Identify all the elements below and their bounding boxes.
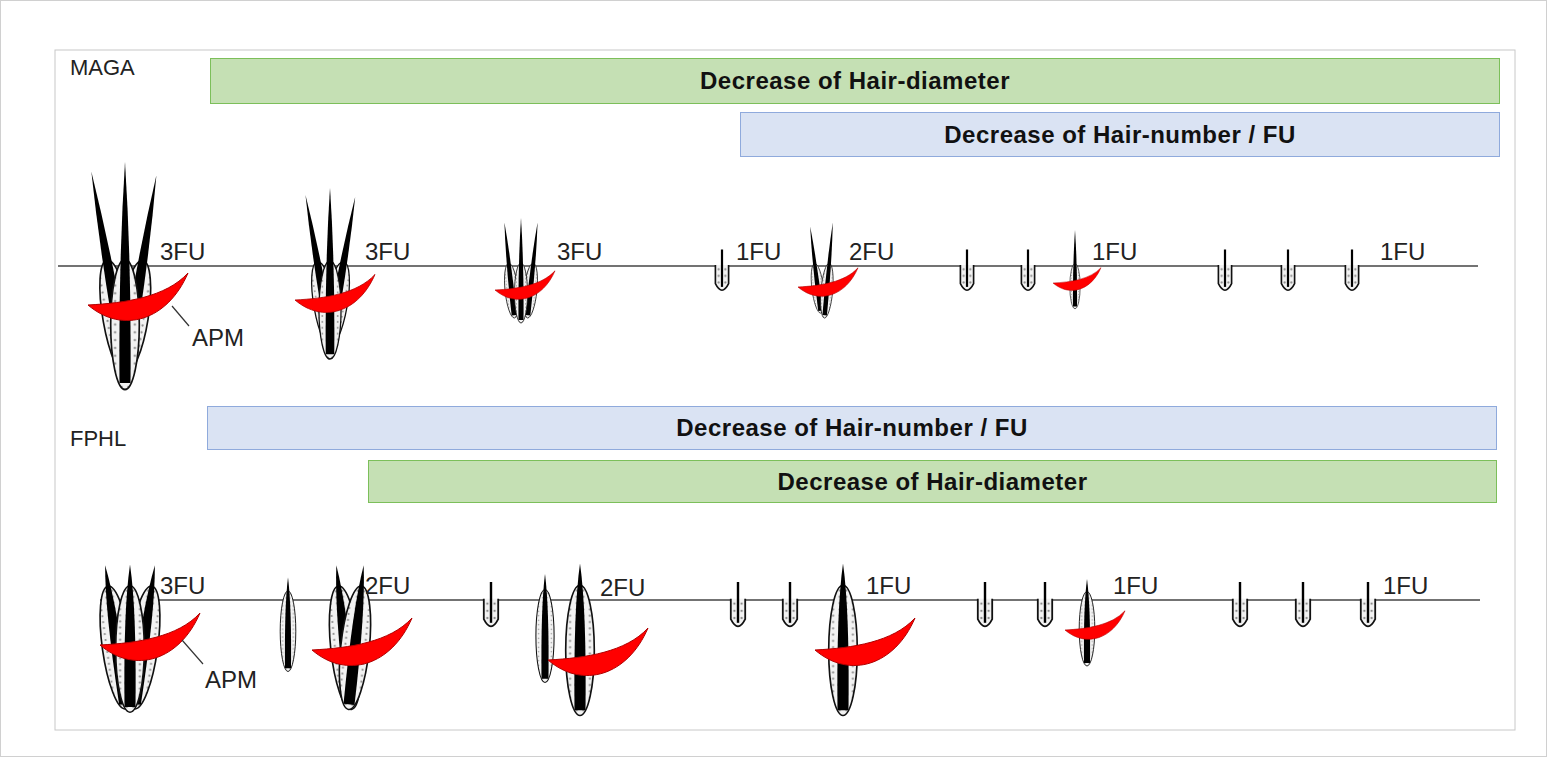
diameter-band: Decrease of Hair-diameter	[368, 460, 1497, 503]
band-text: Decrease of Hair-diameter	[700, 67, 1010, 95]
fu-label: 1FU	[1383, 574, 1428, 598]
fu-label: 1FU	[1092, 240, 1137, 264]
fu-label: 3FU	[160, 240, 205, 264]
band-text: Decrease of Hair-number / FU	[944, 121, 1295, 149]
band-text: Decrease of Hair-diameter	[778, 468, 1088, 496]
fu-label: 1FU	[1113, 574, 1158, 598]
fu-label: 3FU	[557, 240, 602, 264]
fu-label: 2FU	[365, 574, 410, 598]
apm-label: APM	[205, 668, 257, 692]
apm-label: APM	[192, 326, 244, 350]
fu-label: 3FU	[160, 574, 205, 598]
group-label: MAGA	[70, 57, 135, 79]
fu-label: 1FU	[1380, 240, 1425, 264]
fu-label: 2FU	[600, 576, 645, 600]
number-band: Decrease of Hair-number / FU	[740, 112, 1500, 157]
group-label: FPHL	[70, 428, 126, 450]
diameter-band: Decrease of Hair-diameter	[210, 58, 1500, 104]
fu-label: 1FU	[736, 240, 781, 264]
number-band: Decrease of Hair-number / FU	[207, 406, 1497, 450]
band-text: Decrease of Hair-number / FU	[676, 414, 1027, 442]
fu-label: 3FU	[365, 240, 410, 264]
fu-label: 1FU	[866, 574, 911, 598]
fu-label: 2FU	[849, 240, 894, 264]
